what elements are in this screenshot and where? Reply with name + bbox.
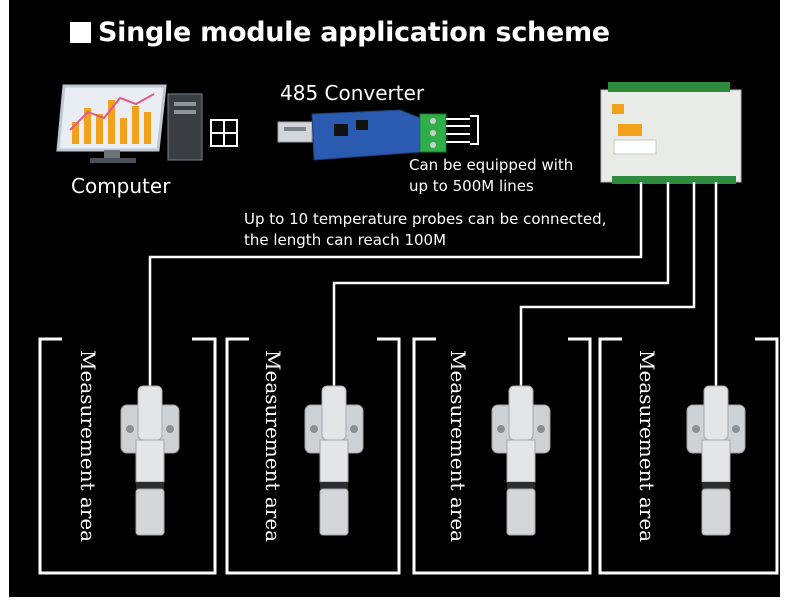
probe-head xyxy=(508,385,534,441)
converter-chip xyxy=(356,120,368,130)
probe-mount-hole xyxy=(497,425,505,433)
chart-bar-3 xyxy=(96,114,103,144)
pc-tower-bay xyxy=(174,102,196,106)
module-tag xyxy=(618,124,642,136)
converter-label: 485 Converter xyxy=(280,81,425,105)
probe-head xyxy=(137,385,163,441)
pc-tower-bay xyxy=(174,110,196,114)
monitor-stand xyxy=(104,150,120,159)
converter-board xyxy=(311,109,421,161)
probe-seal-ring xyxy=(320,482,348,489)
probe-body xyxy=(319,439,349,483)
probe-body xyxy=(135,439,165,483)
acquisition-module-icon xyxy=(600,82,742,184)
measurement-area-label-2: Measurement area xyxy=(261,350,285,543)
usb-plug-slot xyxy=(284,127,306,131)
monitor-base xyxy=(90,158,136,163)
module-bottom-terminals xyxy=(612,176,736,184)
measurement-area-label-3: Measurement area xyxy=(446,350,470,543)
probe-body xyxy=(506,439,536,483)
probe-seal-ring xyxy=(702,482,730,489)
probe-lead-2 xyxy=(332,182,670,388)
line-note-line-2: up to 500M lines xyxy=(409,177,534,195)
probe-mount-hole xyxy=(310,425,318,433)
probe-filter-cap xyxy=(319,488,349,536)
probe-note-line-1: Up to 10 temperature probes can be conne… xyxy=(244,210,607,228)
probe-leads xyxy=(148,182,718,388)
probe-filter-cap xyxy=(701,488,731,536)
measurement-area-label-4: Measurement area xyxy=(635,350,659,543)
chart-bar-2 xyxy=(84,108,91,144)
measurement-area-frame-4 xyxy=(598,337,779,575)
converter-chip xyxy=(334,124,348,136)
probe-seal-ring xyxy=(507,482,535,489)
probe-mount-hole xyxy=(537,425,545,433)
chart-bar-7 xyxy=(144,112,151,144)
terminal-screw xyxy=(430,142,436,148)
chart-bar-1 xyxy=(72,122,79,144)
measurement-area-frame-3 xyxy=(412,337,592,575)
probe-lead-1 xyxy=(148,182,643,388)
pc-tower xyxy=(167,93,203,161)
temperature-probe-icon xyxy=(120,385,180,536)
line-note-line-1: Can be equipped with xyxy=(409,156,574,174)
chart-bar-4 xyxy=(108,100,115,144)
line-connector xyxy=(446,115,479,145)
probe-seal-ring xyxy=(136,482,164,489)
computer-icon xyxy=(56,84,203,163)
chart-trend-line xyxy=(69,93,155,131)
rs485-converter-icon xyxy=(277,109,447,161)
temperature-probe-icon xyxy=(491,385,551,536)
probe-filter-cap xyxy=(135,488,165,536)
measurement-area-label-1: Measurement area xyxy=(76,350,100,543)
probe-mount-hole xyxy=(692,425,700,433)
probe-mount-hole xyxy=(126,425,134,433)
usb-plug xyxy=(277,121,313,143)
module-logo xyxy=(612,104,624,114)
terminal-screw xyxy=(430,118,436,124)
chart-bar-5 xyxy=(120,118,127,144)
temperature-probe-icon xyxy=(686,385,746,536)
probe-body xyxy=(701,439,731,483)
probe-lead-3 xyxy=(519,182,696,388)
probe-mount-hole xyxy=(166,425,174,433)
measurement-area-frame-2 xyxy=(225,337,401,575)
diagram-title: Single module application scheme xyxy=(98,17,610,48)
probe-filter-cap xyxy=(506,488,536,536)
probe-note-line-2: the length can reach 100M xyxy=(244,231,447,249)
measurement-area-frame-1 xyxy=(38,337,217,575)
module-label-plate xyxy=(613,139,657,155)
probe-head xyxy=(703,385,729,441)
measurement-area-brackets xyxy=(38,337,779,575)
temperature-probes xyxy=(120,385,746,536)
probe-head xyxy=(321,385,347,441)
computer-label: Computer xyxy=(71,174,171,198)
terminal-screw xyxy=(430,130,436,136)
module-top-terminals xyxy=(608,82,730,92)
probe-mount-hole xyxy=(350,425,358,433)
probe-mount-hole xyxy=(732,425,740,433)
title-bullet-icon xyxy=(70,22,91,43)
usb-port-icon xyxy=(210,119,238,147)
chart-bar-6 xyxy=(132,106,139,144)
temperature-probe-icon xyxy=(304,385,364,536)
